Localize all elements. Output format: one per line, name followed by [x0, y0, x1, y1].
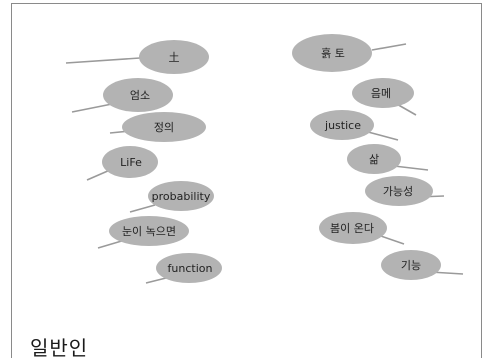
speech-bubble: 土	[65, 40, 209, 74]
bubble-label: 기능	[401, 259, 421, 272]
bubble-label: LiFe	[120, 156, 142, 169]
bubble-label: 흙 토	[321, 47, 345, 60]
bubble-label: 삶	[369, 153, 379, 166]
speech-bubble: 삶	[347, 144, 429, 174]
speech-bubble: 눈이 녹으면	[97, 216, 189, 249]
speech-bubble: 봄이 온다	[319, 212, 405, 245]
caption-label: 일반인	[30, 336, 89, 360]
speech-bubble: LiFe	[86, 146, 158, 181]
speech-bubble: 엄소	[71, 78, 173, 113]
bubble-label: 눈이 녹으면	[122, 225, 176, 238]
speech-bubble: justice	[310, 110, 399, 141]
speech-bubble: 가능성	[365, 176, 445, 206]
bubble-label: 엄소	[130, 89, 150, 102]
speech-bubble: 음메	[352, 78, 417, 116]
bubble-label: function	[168, 262, 213, 275]
speech-bubble: 정의	[109, 112, 206, 142]
bubble-label: justice	[324, 119, 361, 132]
bubble-label: probability	[152, 190, 211, 203]
speech-bubble: 흙 토	[292, 34, 407, 72]
speech-bubble: function	[145, 253, 222, 284]
speech-bubble: probability	[129, 181, 214, 213]
panel-frame	[11, 3, 482, 358]
bubble-label: 정의	[154, 121, 174, 134]
bubble-label: 음메	[371, 87, 391, 100]
bubble-label: 가능성	[383, 185, 413, 198]
speech-bubble: 기능	[381, 250, 464, 280]
bubble-label: 土	[169, 51, 180, 64]
bubble-label: 봄이 온다	[330, 222, 374, 235]
